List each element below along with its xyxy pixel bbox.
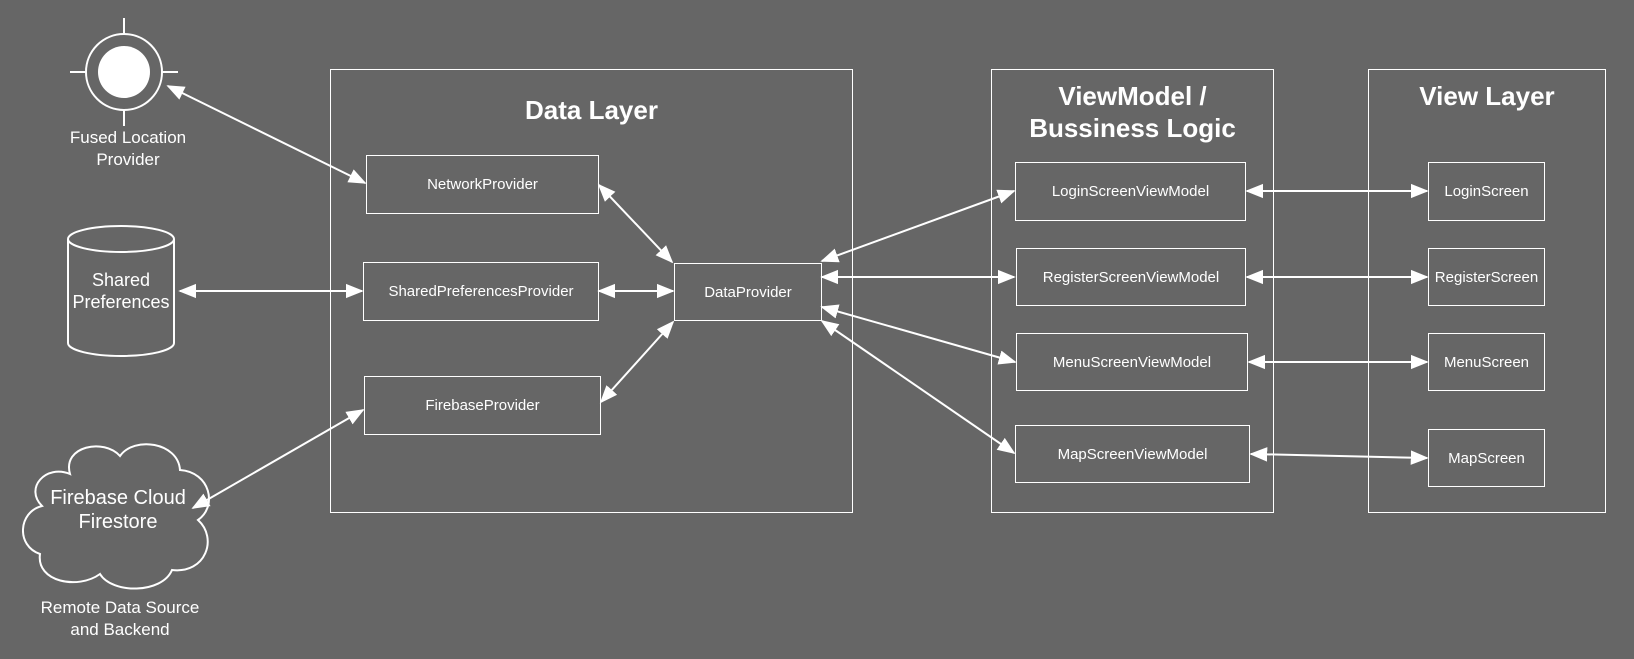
map-viewmodel-node: MapScreenViewModel	[1015, 425, 1250, 483]
database-cylinder-icon	[67, 225, 175, 357]
arrow-dataprovider-map-vm	[820, 319, 1016, 455]
data-layer-container: Data Layer	[330, 69, 853, 513]
login-screen-node: LoginScreen	[1428, 162, 1545, 221]
data-provider-node: DataProvider	[674, 263, 822, 321]
viewmodel-layer-title: ViewModel / Bussiness Logic	[1029, 81, 1236, 143]
firebase-cloud-label: Firebase Cloud Firestore	[50, 487, 186, 533]
map-screen-node: MapScreen	[1428, 429, 1545, 487]
arrow-dataprovider-login-vm	[820, 189, 1016, 263]
view-layer-title: View Layer	[1419, 81, 1555, 111]
firebase-provider-node: FirebaseProvider	[364, 376, 601, 435]
arrow-location-network	[166, 85, 367, 184]
arrow-firebase-firebaseprovider	[191, 409, 365, 509]
viewmodel-layer-container: ViewModel / Bussiness Logic	[991, 69, 1274, 513]
view-layer-container: View Layer	[1368, 69, 1606, 513]
register-screen-node: RegisterScreen	[1428, 248, 1545, 306]
shared-preferences-provider-node: SharedPreferencesProvider	[363, 262, 599, 321]
shared-preferences-label: Shared Preferences	[72, 270, 170, 312]
network-provider-node: NetworkProvider	[366, 155, 599, 214]
menu-screen-node: MenuScreen	[1428, 333, 1545, 391]
cloud-icon	[22, 443, 210, 590]
login-viewmodel-node: LoginScreenViewModel	[1015, 162, 1246, 221]
menu-viewmodel-node: MenuScreenViewModel	[1016, 333, 1248, 391]
location-provider-label: Fused Location Provider	[69, 128, 187, 169]
data-layer-title: Data Layer	[525, 95, 658, 125]
arrow-network-dataprovider	[597, 183, 674, 264]
arrow-map-vm-view	[1249, 447, 1429, 465]
register-viewmodel-node: RegisterScreenViewModel	[1016, 248, 1246, 306]
remote-data-source-caption: Remote Data Source and Backend	[40, 598, 200, 639]
gps-location-icon	[70, 18, 178, 126]
arrow-firebaseprovider-dataprovider	[599, 320, 675, 404]
